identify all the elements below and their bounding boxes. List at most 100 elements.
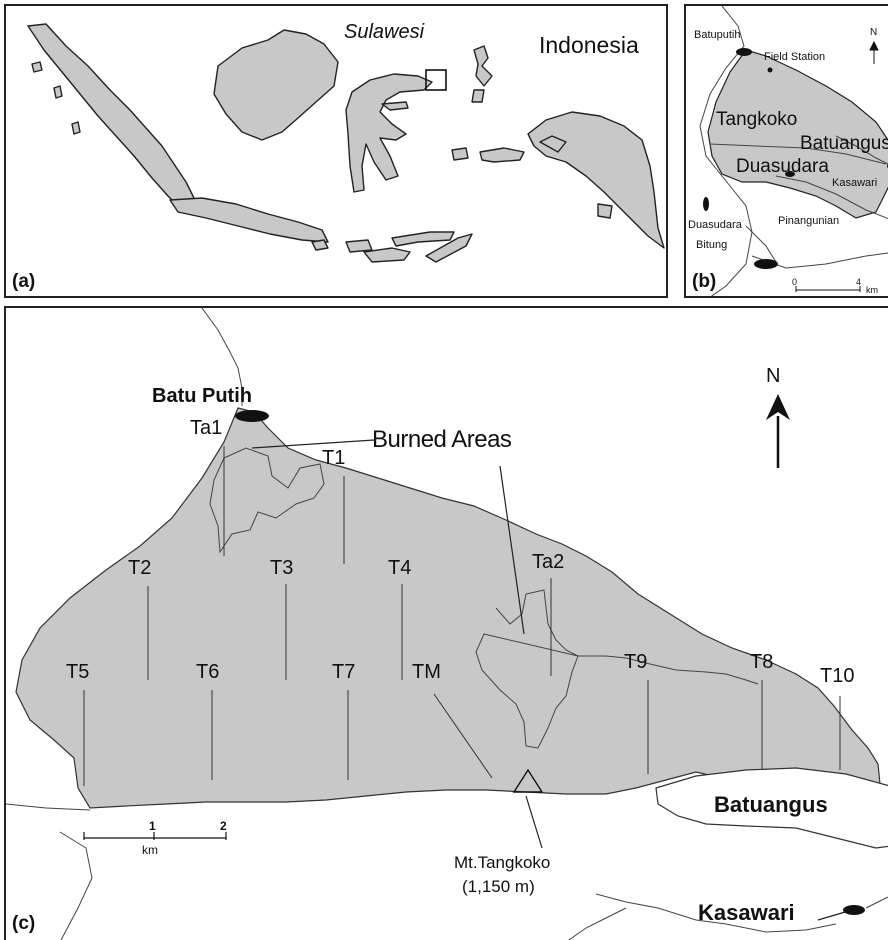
transect-label-t9: T9 xyxy=(624,651,648,673)
dot-bitung xyxy=(754,259,778,269)
island-borneo xyxy=(213,29,339,141)
transect-label-t5: T5 xyxy=(66,661,90,683)
panel-c-letter: (c) xyxy=(12,913,36,934)
road-to-bitung xyxy=(745,225,777,263)
panel-b-tangkoko-region-map: N Batuputih Field Station Tangkoko Batua… xyxy=(684,4,888,298)
scale-label-zero: 0 xyxy=(792,277,798,287)
peak-label-elevation: (1,150 m) xyxy=(462,877,535,896)
burned-area-north xyxy=(209,447,325,554)
island-halmahera xyxy=(473,45,493,87)
scale-bar-small xyxy=(795,286,861,292)
settlement-batu-putih xyxy=(235,410,269,422)
coastline-bottom-left xyxy=(6,803,91,811)
island-nias xyxy=(53,85,63,99)
scale-label-four: 4 xyxy=(856,277,862,287)
island-maluku-1 xyxy=(471,89,485,103)
island-simeulue xyxy=(31,61,43,73)
road-bitung xyxy=(567,907,627,940)
road-kasawari-east xyxy=(865,896,888,909)
dot-duasudara xyxy=(703,197,709,211)
island-buru xyxy=(451,147,469,161)
north-label-small: N xyxy=(870,27,878,38)
transect-label-t6: T6 xyxy=(196,661,220,683)
transect-label-ta2: Ta2 xyxy=(532,551,565,573)
transect-label-t8: T8 xyxy=(750,651,774,673)
dot-pinangunian xyxy=(785,171,795,177)
reserve-area xyxy=(707,49,888,219)
boundary-tangkoko-duasudara xyxy=(709,143,887,165)
place-label-bitung: Bitung xyxy=(696,239,728,251)
scale-label-two: 2 xyxy=(220,819,227,833)
transect-label-t3: T3 xyxy=(270,557,294,579)
road-west xyxy=(59,831,93,940)
transect-label-ta1: Ta1 xyxy=(190,417,223,439)
place-label-kasawari: Kasawari xyxy=(832,177,878,189)
island-sumatra xyxy=(27,23,199,217)
transect-label-t1: T1 xyxy=(322,447,346,469)
island-flores xyxy=(391,231,455,247)
north-arrow-small xyxy=(869,40,879,64)
dot-batuputih xyxy=(736,48,752,56)
island-siberut xyxy=(71,121,81,135)
island-nusa-1 xyxy=(345,239,373,253)
island-java xyxy=(169,197,329,243)
panel-c-transect-map: Batu Putih Burned Areas N Batuangus Kasa… xyxy=(4,306,888,940)
road-to-kasawari xyxy=(775,175,888,219)
place-label-field-station: Field Station xyxy=(764,51,826,63)
panel-a-indonesia-map: Indonesia Sulawesi (a) xyxy=(4,4,668,298)
peak-label-mt-tangkoko: Mt.Tangkoko xyxy=(454,853,551,872)
island-new-guinea xyxy=(527,111,665,249)
place-label-duasudara-reserve: Duasudara xyxy=(736,156,829,177)
transect-map-svg xyxy=(6,308,888,940)
island-sulawesi xyxy=(345,73,433,193)
north-label-large: N xyxy=(766,365,781,387)
peak-mt-tangkoko xyxy=(512,768,544,793)
boundary-batuangus xyxy=(835,135,888,165)
island-bali xyxy=(311,239,329,251)
island-nusa-2 xyxy=(363,247,411,263)
place-label-batuputih: Batuputih xyxy=(694,29,741,41)
leader-mt-tangkoko xyxy=(525,795,543,849)
panel-a-letter: (a) xyxy=(12,271,36,292)
place-label-tangkoko: Tangkoko xyxy=(716,109,798,130)
road-south xyxy=(595,893,837,933)
burned-area-south xyxy=(475,589,759,749)
place-label-batuangus: Batuangus xyxy=(800,133,888,154)
indonesia-map-svg xyxy=(27,23,665,263)
transect-label-t10: T10 xyxy=(820,665,855,687)
island-aru xyxy=(597,203,613,219)
island-sulawesi-east xyxy=(381,101,409,111)
place-label-burned-areas: Burned Areas xyxy=(372,426,512,453)
place-label-pinangunian: Pinangunian xyxy=(778,215,840,227)
north-arrow-large xyxy=(766,394,790,468)
batuangus-area xyxy=(655,767,888,849)
transect-label-t2: T2 xyxy=(128,557,152,579)
transect-label-t4: T4 xyxy=(388,557,412,579)
place-label-batuangus-detail: Batuangus xyxy=(714,792,828,817)
scale-label-unit-detail: km xyxy=(142,843,158,857)
settlement-kasawari xyxy=(843,905,865,915)
dot-field-station xyxy=(767,67,773,73)
sulawesi-study-area-box xyxy=(425,69,447,91)
place-label-kasawari-detail: Kasawari xyxy=(698,900,795,925)
island-label-sulawesi: Sulawesi xyxy=(344,21,425,43)
transect-label-t7: T7 xyxy=(332,661,356,683)
place-label-duasudara-town: Duasudara xyxy=(688,219,742,231)
scale-label-unit-small: km xyxy=(866,285,878,295)
island-bird-head xyxy=(539,135,567,153)
scale-bar-detail xyxy=(83,832,227,840)
place-label-batu-putih: Batu Putih xyxy=(152,385,252,407)
island-timor xyxy=(425,233,473,263)
coastline-top xyxy=(201,308,243,406)
leader-burned-south xyxy=(499,465,525,635)
leader-burned-north xyxy=(251,439,375,449)
transect-line-tm xyxy=(433,693,493,779)
scale-label-one: 1 xyxy=(149,819,156,833)
region-map-svg xyxy=(699,6,888,296)
island-seram xyxy=(479,147,525,163)
panel-b-letter: (b) xyxy=(692,271,717,292)
country-label-indonesia: Indonesia xyxy=(539,32,639,58)
transect-label-tm: TM xyxy=(412,661,441,683)
coastline-west xyxy=(699,6,753,296)
reserve-area-detail xyxy=(15,407,881,809)
